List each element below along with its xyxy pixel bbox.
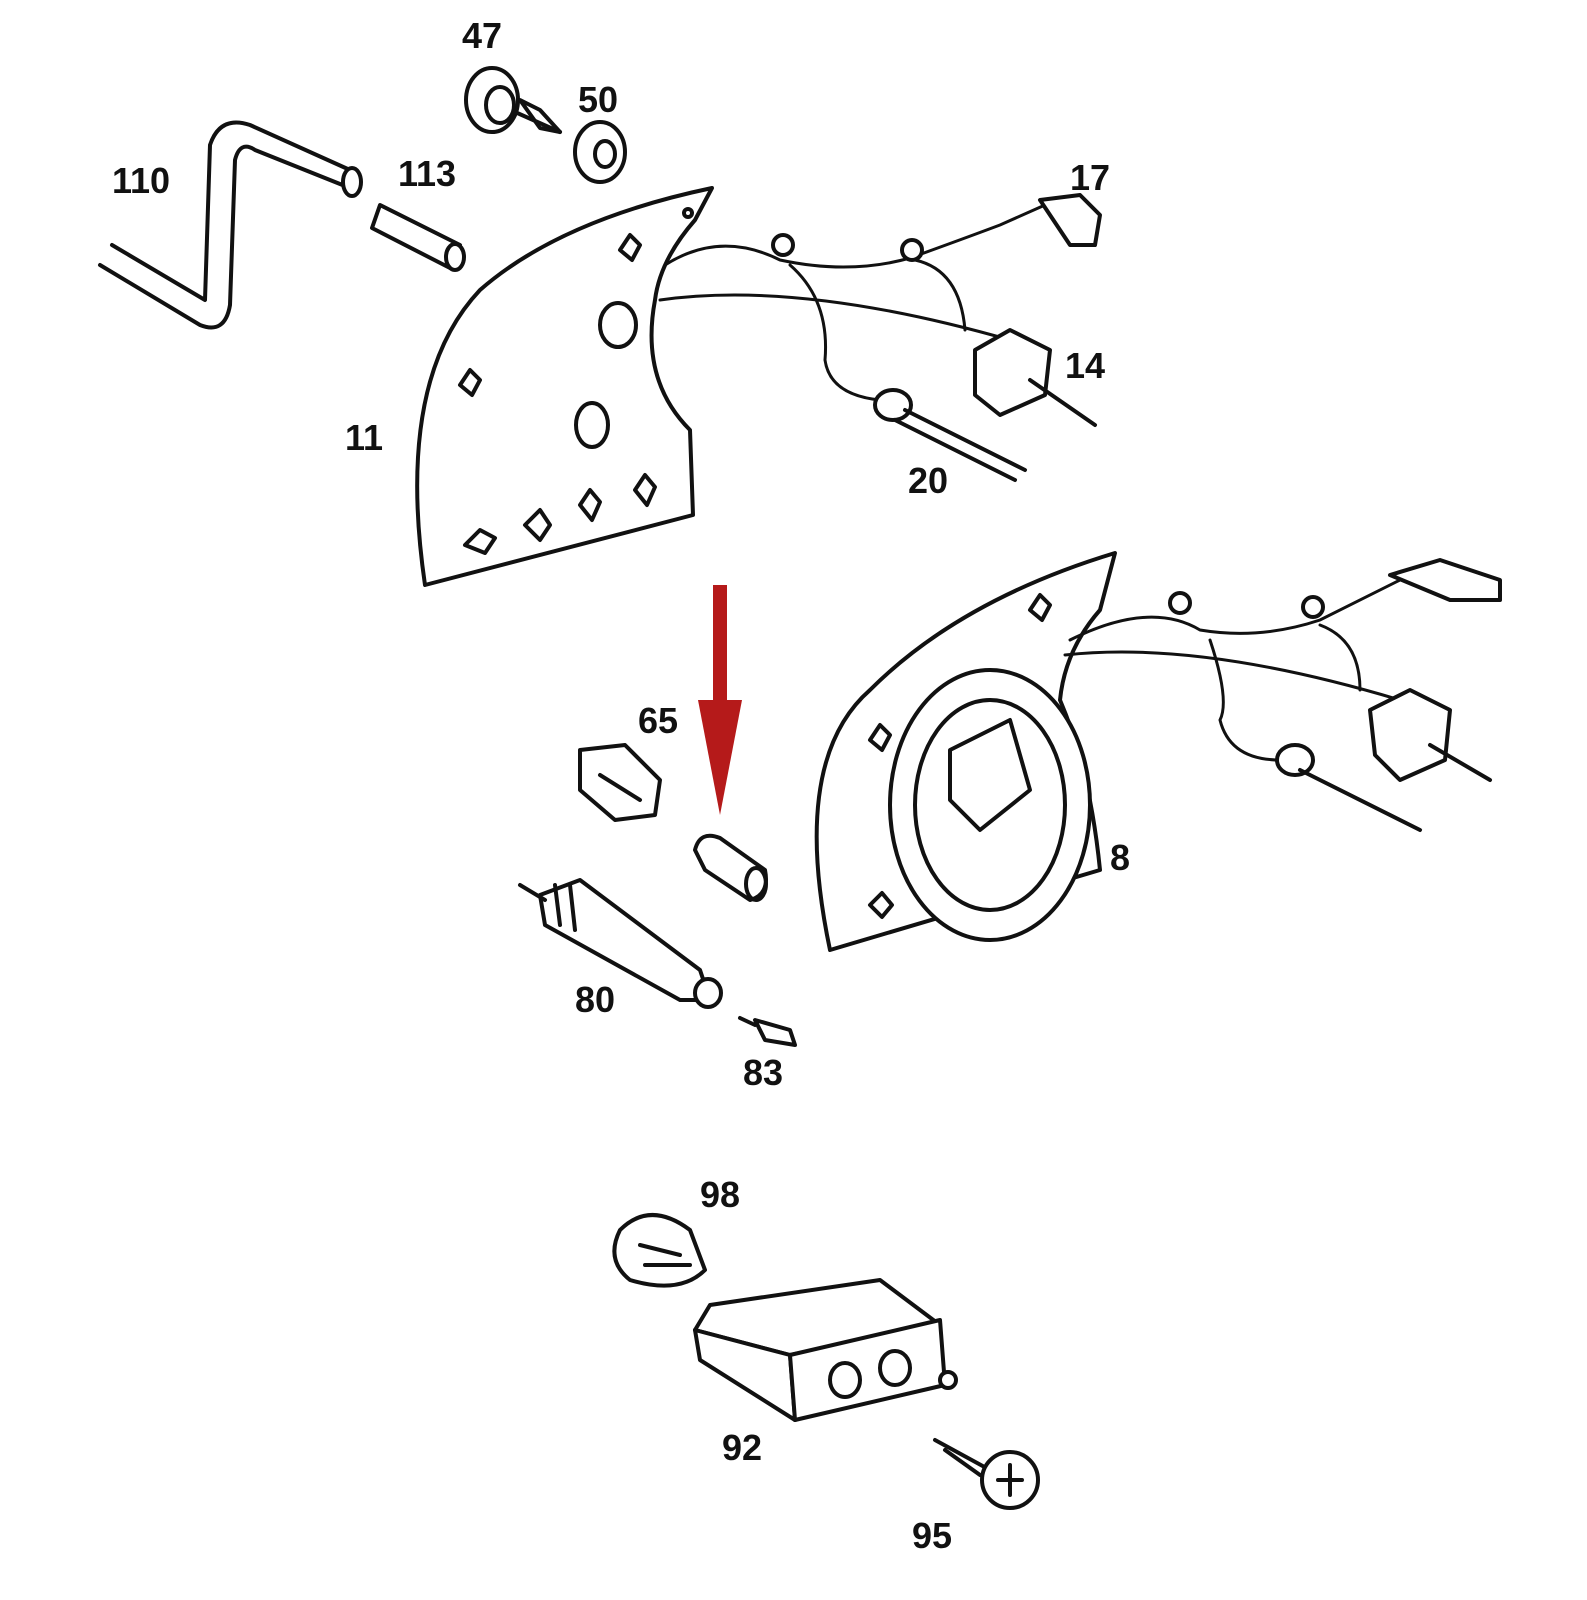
label-83: 83: [743, 1052, 783, 1093]
label-80: 80: [575, 979, 615, 1020]
label-14: 14: [1065, 345, 1105, 386]
tube-part-113: [370, 203, 466, 272]
label-92: 92: [722, 1427, 762, 1468]
hose-part-110: [98, 120, 363, 330]
knob-part-47: [464, 66, 562, 134]
socket-part-17: [1038, 193, 1102, 247]
socket-part-98: [612, 1213, 707, 1288]
highlight-arrow: [698, 585, 742, 815]
screw-part-95: [933, 1438, 1040, 1510]
label-50: 50: [578, 79, 618, 120]
wiring-harness-upper: [658, 193, 1102, 482]
socket-part-14: [973, 328, 1052, 417]
socket-part-65: [578, 743, 662, 822]
cluster-part-8: [814, 551, 1502, 952]
bulb-part: [693, 833, 768, 902]
panel-part-11: [415, 186, 714, 587]
label-65: 65: [638, 700, 678, 741]
label-11: 11: [345, 417, 383, 458]
label-110: 110: [112, 160, 170, 201]
label-113: 113: [398, 153, 456, 194]
bulb-part-83: [738, 1016, 797, 1047]
switch-part-92: [693, 1278, 958, 1422]
label-17: 17: [1070, 157, 1110, 198]
bulb-holder-part-20: [873, 388, 913, 422]
light-guide-part-80: [518, 878, 723, 1009]
label-8: 8: [1110, 837, 1130, 878]
label-98: 98: [700, 1174, 740, 1215]
label-20: 20: [908, 460, 948, 501]
label-95: 95: [912, 1515, 952, 1556]
label-47: 47: [462, 15, 502, 56]
washer-part-50: [573, 120, 627, 184]
